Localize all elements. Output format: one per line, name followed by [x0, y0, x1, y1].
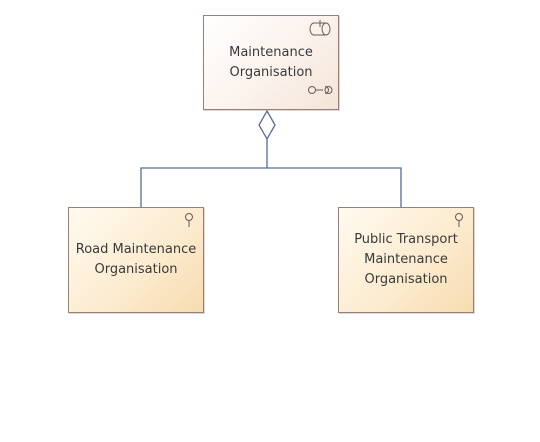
- aggregation-diamond[interactable]: [258, 109, 276, 141]
- interface-link-icon: [307, 80, 333, 99]
- node-label: Road Maintenance Organisation: [75, 242, 197, 277]
- role-pin-icon: [183, 212, 195, 232]
- node-public-transport-maintenance-organisation[interactable]: Public Transport Maintenance Organisatio…: [338, 207, 474, 313]
- role-pin-icon: [453, 212, 465, 232]
- node-maintenance-organisation[interactable]: Maintenance Organisation: [203, 15, 339, 110]
- node-road-maintenance-organisation[interactable]: Road Maintenance Organisation: [68, 207, 204, 313]
- connector-right-branch[interactable]: [267, 167, 402, 207]
- node-label: Public Transport Maintenance Organisatio…: [354, 232, 458, 287]
- business-role-icon: [308, 19, 334, 43]
- connector-left-branch[interactable]: [140, 167, 267, 207]
- node-label: Maintenance Organisation: [229, 44, 313, 80]
